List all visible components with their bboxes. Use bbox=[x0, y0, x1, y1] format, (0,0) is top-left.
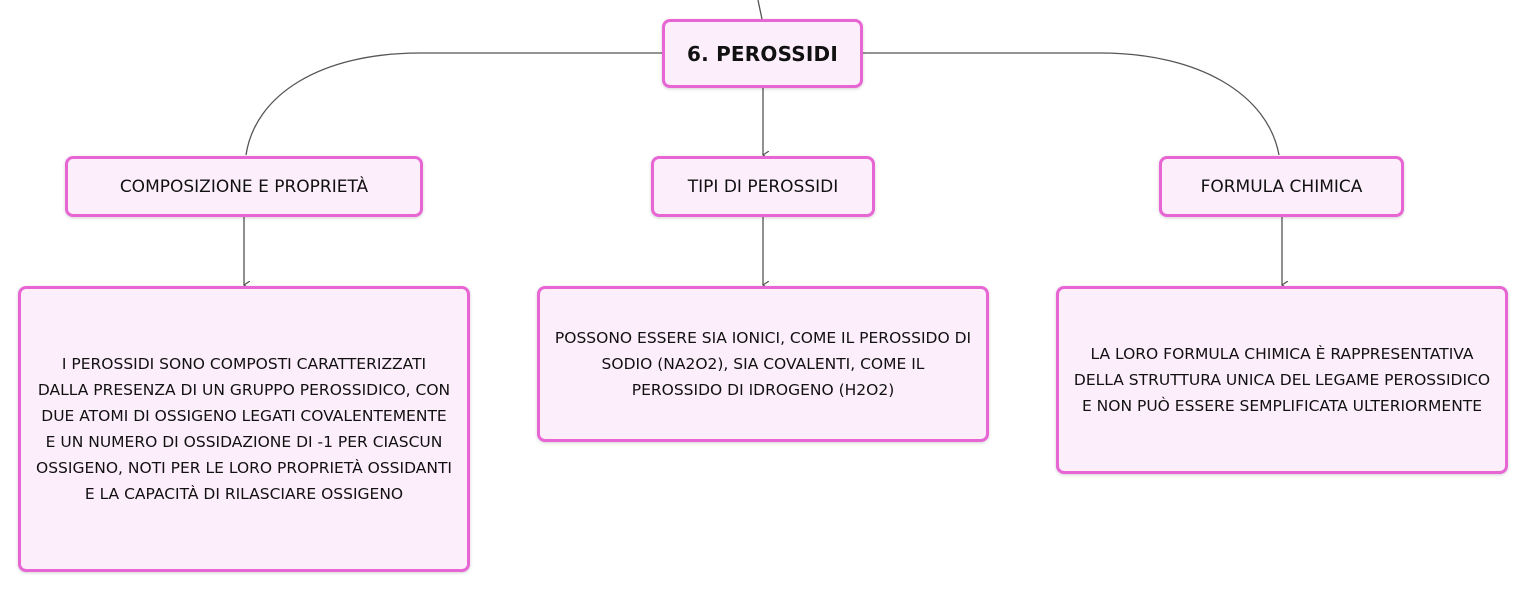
topic-node-formula[interactable]: FORMULA CHIMICA bbox=[1159, 156, 1404, 217]
detail-node-text: I PEROSSIDI SONO COMPOSTI CARATTERIZZATI… bbox=[36, 355, 452, 503]
root-node[interactable]: 6. PEROSSIDI bbox=[662, 19, 863, 88]
detail-node-tipi[interactable]: POSSONO ESSERE SIA IONICI, COME IL PEROS… bbox=[537, 286, 989, 442]
topic-node-label: TIPI DI PEROSSIDI bbox=[687, 176, 839, 197]
topic-node-composizione[interactable]: COMPOSIZIONE E PROPRIETÀ bbox=[65, 156, 423, 217]
detail-node-formula[interactable]: LA LORO FORMULA CHIMICA È RAPPRESENTATIV… bbox=[1056, 286, 1508, 474]
root-node-label: 6. PEROSSIDI bbox=[687, 41, 838, 66]
connector-root-to-topic-1 bbox=[245, 52, 662, 156]
topic-node-label: FORMULA CHIMICA bbox=[1200, 176, 1363, 197]
topic-node-tipi[interactable]: TIPI DI PEROSSIDI bbox=[651, 156, 875, 217]
topic-node-label: COMPOSIZIONE E PROPRIETÀ bbox=[119, 176, 369, 197]
incoming-connector bbox=[757, 0, 763, 20]
detail-node-text: LA LORO FORMULA CHIMICA È RAPPRESENTATIV… bbox=[1073, 345, 1491, 415]
detail-node-composizione[interactable]: I PEROSSIDI SONO COMPOSTI CARATTERIZZATI… bbox=[18, 286, 470, 572]
connector-root-to-topic-3 bbox=[863, 52, 1280, 156]
detail-node-text: POSSONO ESSERE SIA IONICI, COME IL PEROS… bbox=[554, 329, 972, 399]
